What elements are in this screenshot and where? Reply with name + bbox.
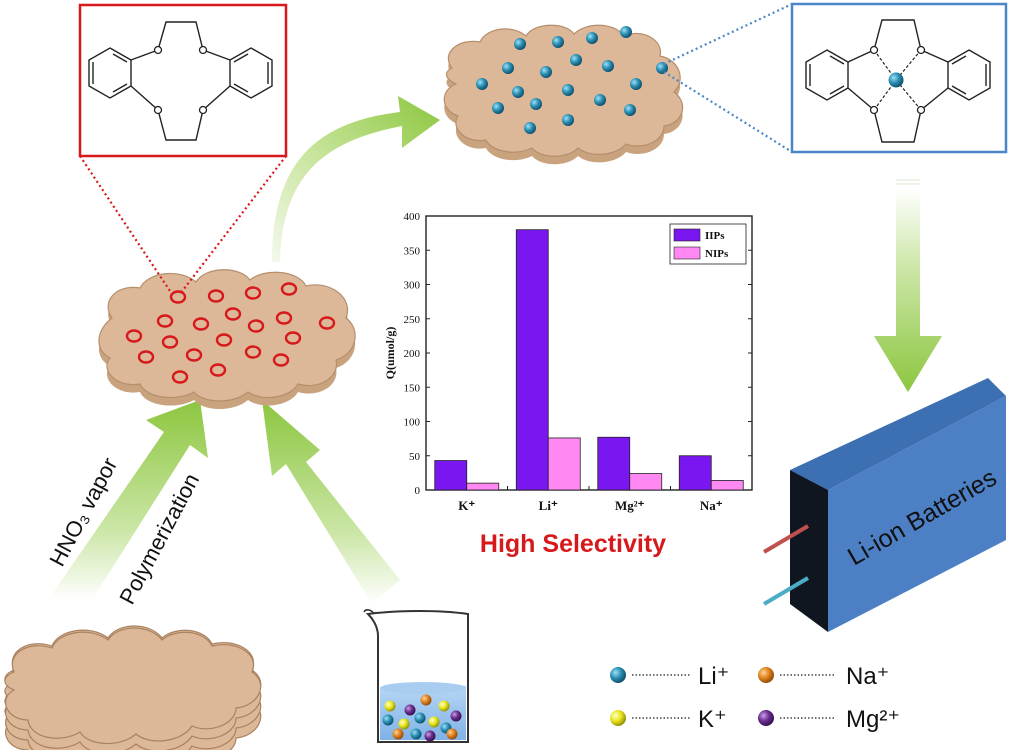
li-complex-box	[790, 2, 1008, 154]
legend-label-li: Li⁺	[698, 663, 729, 690]
imprinted-polymer-cloud	[98, 269, 356, 409]
beaker	[363, 609, 469, 743]
ion-legend: Li⁺ Na⁺ K⁺ Mg²⁺	[610, 663, 900, 733]
y-tick-label: 50	[409, 451, 421, 463]
legend-label-na: Na⁺	[846, 663, 889, 690]
zoom-lines-blue	[663, 3, 793, 153]
x-tick-label: Mg²⁺	[615, 498, 645, 513]
legend-marker-mg	[758, 710, 774, 726]
bar-nips-2	[629, 473, 663, 491]
y-axis-label: Q(umol/g)	[383, 327, 397, 380]
bar-nips-1	[547, 437, 581, 491]
y-tick-label: 150	[404, 382, 421, 394]
legend-marker-na	[758, 667, 774, 683]
loaded-polymer-cloud	[443, 24, 684, 165]
zoom-lines-red	[79, 155, 287, 295]
hno3-arrow	[48, 400, 208, 600]
polymer-layers	[4, 625, 262, 750]
x-tick-label: K⁺	[458, 498, 475, 513]
y-tick-label: 100	[404, 417, 421, 429]
y-tick-label: 0	[415, 485, 421, 497]
high-selectivity-caption: High Selectivity	[479, 530, 667, 558]
legend-marker-li	[610, 667, 626, 683]
curved-arrow	[272, 96, 440, 262]
y-tick-label: 350	[404, 245, 421, 257]
legend-label-k: K⁺	[698, 706, 727, 733]
x-tick-label: Li⁺	[539, 498, 558, 513]
bar-iips-0	[434, 460, 468, 491]
bar-nips-0	[466, 482, 500, 491]
chart-legend-label-1: NIPs	[705, 248, 729, 260]
legend-marker-k	[610, 710, 626, 726]
y-tick-label: 250	[404, 314, 421, 326]
chart-legend-label-0: IIPs	[705, 230, 725, 242]
bar-iips-3	[678, 455, 712, 491]
x-tick-label: Na⁺	[700, 498, 723, 513]
crown-ether-box	[78, 3, 288, 158]
legend-label-mg: Mg²⁺	[846, 706, 900, 733]
chart-legend-swatch-0	[673, 228, 701, 242]
y-tick-label: 300	[404, 280, 421, 292]
bar-iips-1	[515, 229, 549, 491]
bar-nips-3	[710, 480, 744, 491]
down-arrow	[874, 179, 942, 392]
chart-legend-swatch-1	[673, 246, 701, 260]
li-ion-battery	[762, 378, 1006, 632]
y-tick-label: 200	[404, 348, 421, 360]
bar-iips-2	[597, 436, 631, 491]
y-tick-label: 400	[404, 211, 421, 223]
polymerization-arrow	[262, 400, 400, 604]
